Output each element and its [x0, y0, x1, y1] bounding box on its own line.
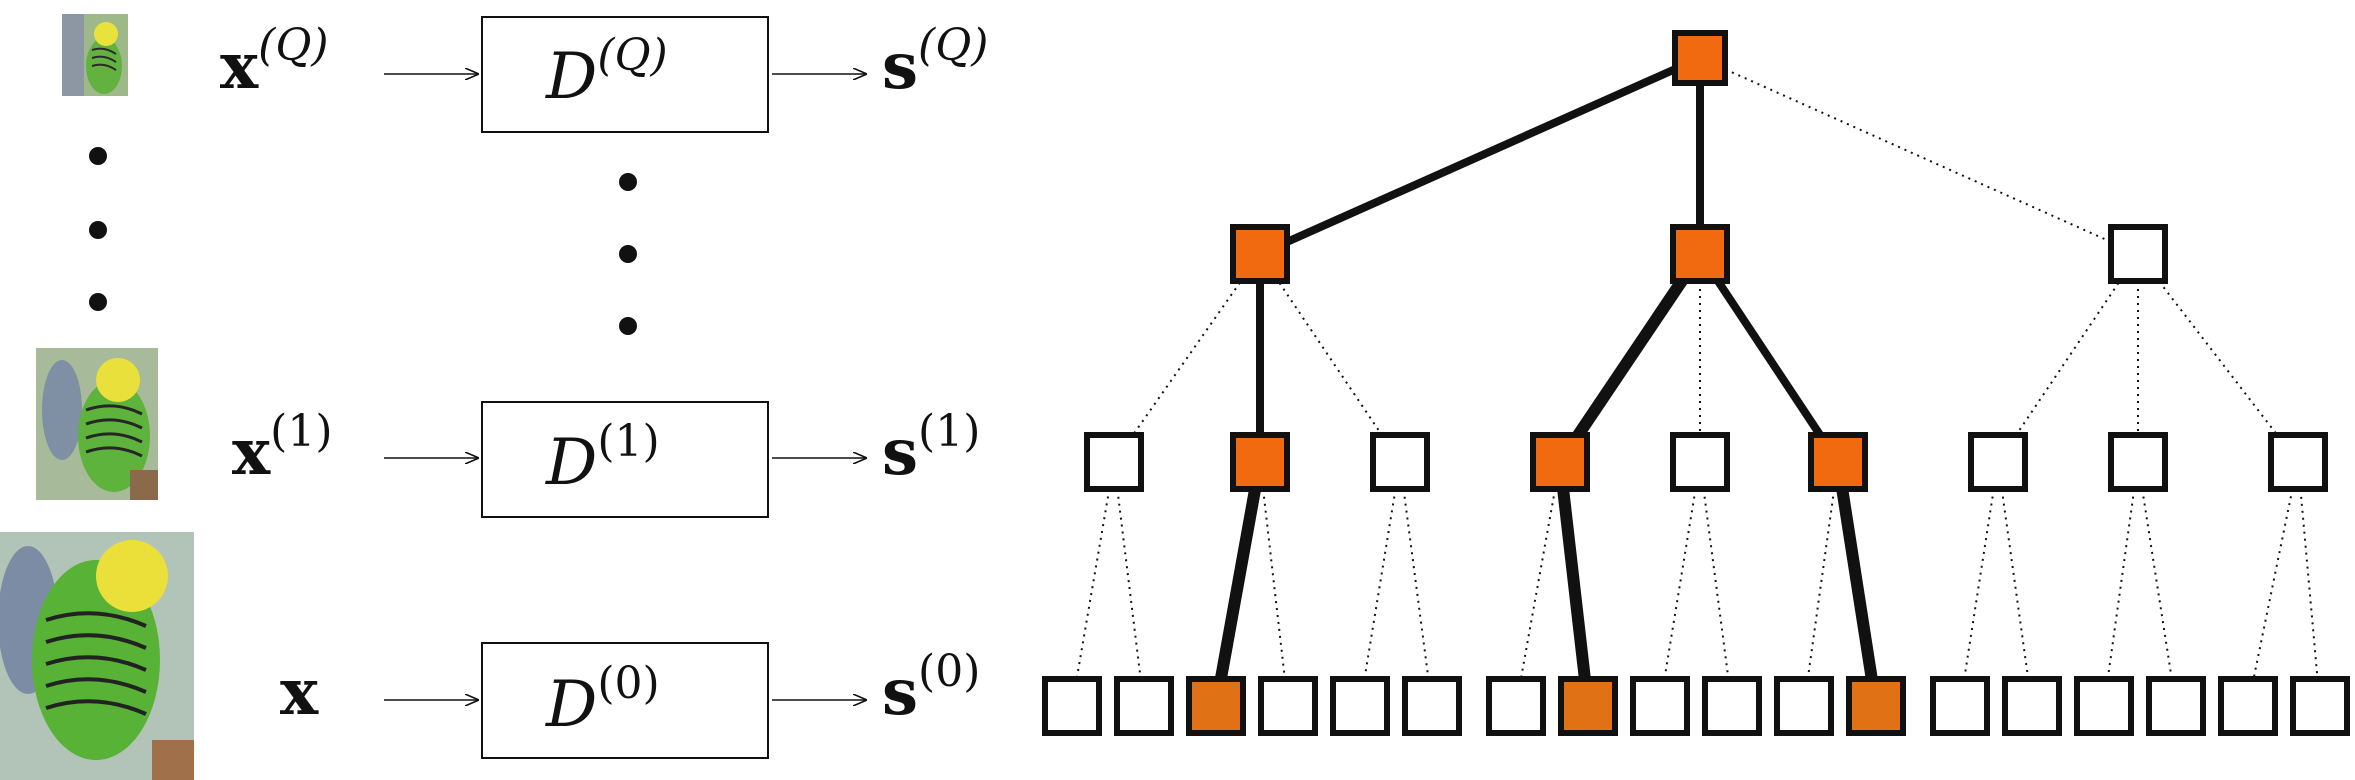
tree-edge-selected [1256, 54, 1704, 258]
tree-edge [1659, 461, 1701, 707]
output-s-1-sup: (1) [918, 406, 980, 457]
tree-edge [1959, 461, 1999, 707]
tree-node-l3 [1330, 676, 1390, 736]
tree-node-selected-l3 [1846, 676, 1906, 736]
module-d-0-base: D [545, 668, 597, 742]
tree-edge [1803, 461, 1839, 707]
tree-node-l2 [2108, 432, 2168, 492]
module-box-1 [481, 401, 769, 518]
tree-node-l3 [1702, 676, 1762, 736]
row-level-1: x(1) D(1) s(1) [232, 401, 980, 518]
tree-node-selected-l2 [1530, 432, 1590, 492]
tree-edge [2247, 461, 2299, 707]
thumbnail-ellipsis [89, 147, 107, 311]
svg-text:D(Q): D(Q) [545, 30, 668, 114]
input-x-1-base: x [232, 415, 271, 490]
tree-nodes [1042, 30, 2350, 736]
module-d-1-base: D [545, 426, 597, 500]
tree-node-l1 [2108, 224, 2168, 284]
module-d-q-sup: (Q) [597, 30, 667, 81]
tree-edge [1997, 461, 2033, 707]
svg-text:x(Q): x(Q) [220, 20, 329, 104]
tree-edge [1259, 253, 1401, 463]
parakeet-thumbnail-large [0, 532, 194, 780]
tree-node-l2 [1670, 432, 1730, 492]
tree-edge [1071, 461, 1115, 707]
input-x-q-sup: (Q) [258, 20, 328, 71]
parakeet-thumbnail-medium [36, 348, 158, 500]
tree-node-selected-l0 [1672, 30, 1728, 86]
tree-edge [2103, 461, 2139, 707]
module-d-0-sup: (0) [597, 658, 659, 709]
tree-node-selected-l1 [1670, 224, 1730, 284]
tree-node-l3 [1774, 676, 1834, 736]
output-s-0-sup: (0) [918, 646, 980, 697]
tree-node-l3 [2290, 676, 2350, 736]
tree-edge-selected [1554, 248, 1706, 468]
output-s-q-sup: (Q) [918, 20, 988, 71]
tree-node-l2 [1968, 432, 2028, 492]
tree-node-l3 [2074, 676, 2134, 736]
tree-node-l3 [1486, 676, 1546, 736]
tree-node-selected-l3 [1558, 676, 1618, 736]
svg-text:s(Q): s(Q) [882, 20, 988, 104]
svg-text:x: x [280, 655, 319, 730]
input-x-1-sup: (1) [270, 406, 332, 457]
tree-node-l2 [1370, 432, 1430, 492]
parakeet-thumbnail-small [62, 14, 128, 96]
tree-node-selected-l2 [1230, 432, 1290, 492]
tree-node-l3 [1258, 676, 1318, 736]
svg-text:s(1): s(1) [882, 406, 980, 490]
tree-edge [2137, 461, 2177, 707]
tree-node-l3 [2146, 676, 2206, 736]
tree-node-selected-l2 [1808, 432, 1868, 492]
tree-node-l3 [1042, 676, 1102, 736]
tree-edges [1071, 54, 2321, 712]
module-ellipsis [619, 173, 637, 335]
tree-edge [1359, 461, 1401, 707]
module-box-q [481, 16, 769, 133]
module-d-1-sup: (1) [597, 416, 659, 467]
tree-node-l2 [1084, 432, 1144, 492]
input-x-q-base: x [220, 29, 259, 104]
tree-node-selected-l1 [1230, 224, 1290, 284]
tree-edge-selected [1554, 456, 1594, 712]
svg-text:x(1): x(1) [232, 406, 332, 490]
svg-text:D(0): D(0) [545, 658, 660, 742]
tree-node-l3 [1930, 676, 1990, 736]
tree-edge [2137, 253, 2299, 463]
tree-edge-selected [1210, 456, 1266, 712]
tree-edge [1997, 253, 2139, 463]
row-level-0: x D(0) s(0) [280, 642, 980, 759]
tree-node-l3 [1402, 676, 1462, 736]
output-s-q-base: s [882, 29, 918, 104]
tree-node-l3 [2218, 676, 2278, 736]
tree-edge [1699, 461, 1733, 707]
svg-text:D(1): D(1) [545, 416, 660, 500]
tree-node-l3 [1114, 676, 1174, 736]
output-s-1-base: s [882, 415, 918, 490]
tree-edge [1699, 57, 2139, 255]
tree-edge-selected [1696, 250, 1842, 466]
tree-edge-selected [1832, 456, 1882, 712]
tree-node-l3 [1630, 676, 1690, 736]
svg-text:s(0): s(0) [882, 646, 980, 730]
tree-edge [1113, 461, 1145, 707]
tree-node-selected-l3 [1186, 676, 1246, 736]
tree-node-l3 [2002, 676, 2062, 736]
row-level-q: x(Q) D(Q) s(Q) [220, 16, 988, 133]
input-x-0-base: x [280, 655, 319, 730]
module-d-q-base: D [545, 40, 597, 114]
tree-edge [2297, 461, 2321, 707]
tree-node-l2 [2268, 432, 2328, 492]
tree-edge [1113, 253, 1261, 463]
module-box-0 [481, 642, 769, 759]
tree-edge [1399, 461, 1433, 707]
output-s-0-base: s [882, 655, 918, 730]
tree-edge [1515, 461, 1561, 707]
tree-edge [1259, 461, 1289, 707]
